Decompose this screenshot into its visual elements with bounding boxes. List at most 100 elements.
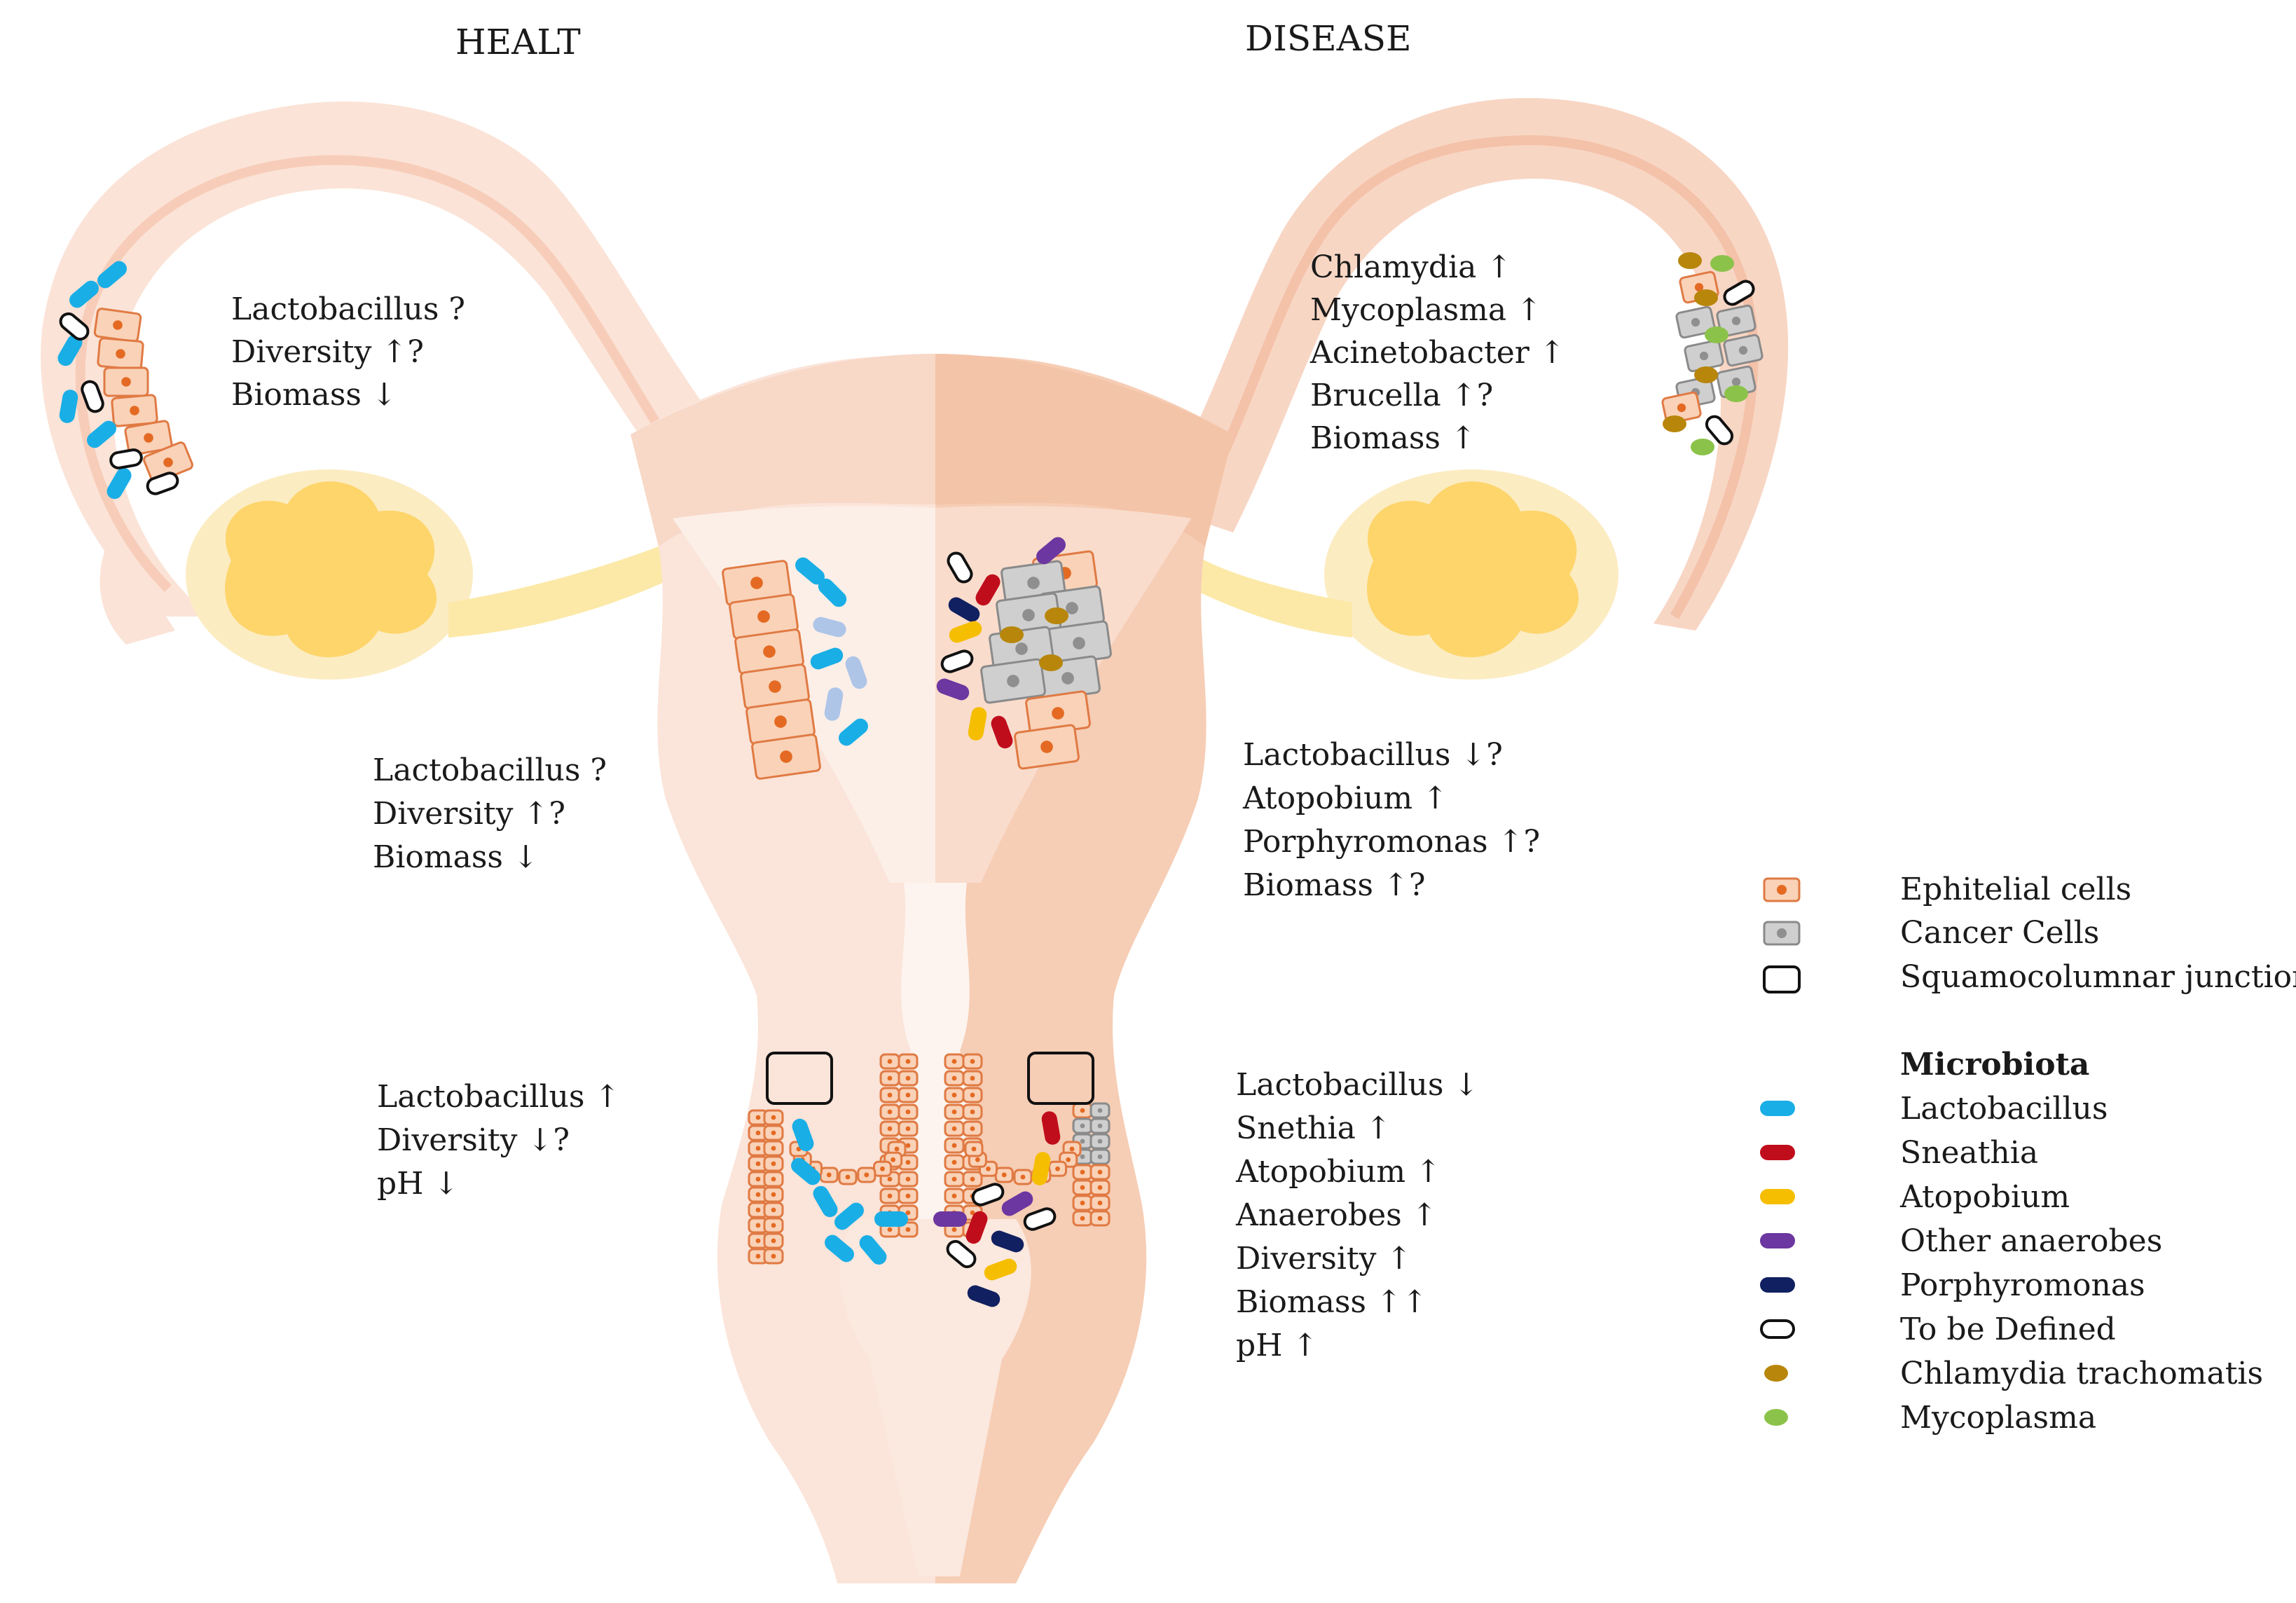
epithelial-cell-icon [857,1167,877,1183]
mycoplasma-icon [1710,255,1734,272]
lactobacillus-icon [818,578,847,607]
undefined-bacterium-icon [940,649,974,673]
epithelial-cell-icon [751,734,821,780]
epithelial-cell-icon [763,1109,784,1126]
left-ovarian-ligament [448,546,666,638]
epithelial-cell-icon [944,1154,965,1171]
epithelial-cell-icon [729,593,799,640]
legend-microbiota-label: Mycoplasma [1900,1400,2096,1436]
left-fallopian-tube [41,101,743,617]
legend-epithelial-label: Ephitelial cells [1900,872,2131,907]
epithelial-cell-icon [898,1103,919,1120]
legend-cancer-cell-icon [1763,921,1801,946]
lactobacillus-icon [813,1185,838,1218]
undefined-bacterium-icon [947,551,973,584]
epithelial-cell-icon [898,1171,919,1188]
disease-cervix-label: pH ↑ [1236,1328,1318,1363]
epithelial-cell-icon [838,1169,858,1185]
lactobacillus-icon [69,280,99,308]
right-fallopian-tube [1149,98,1789,631]
disease-uterus-labels: Lactobacillus ↓? Atopobium ↑ Porphyromon… [1242,737,1540,903]
lactobacillus-icon [791,1157,820,1185]
bacterium-icon [936,678,970,701]
epithelial-cell-icon [994,1167,1014,1183]
epithelial-cell-icon [1072,1102,1093,1119]
epithelial-cell-icon [962,1103,983,1120]
cells-layer [93,270,1764,1265]
cancer-cell-icon [1089,1133,1111,1150]
chlamydia-icon [1045,607,1068,624]
epithelial-cell-icon [1072,1195,1093,1211]
bacterium-icon [967,1285,1001,1307]
legend-undefined-icon [1760,1319,1795,1339]
lactobacillus-icon [825,1234,854,1263]
lactobacillus-icon [813,617,846,638]
lactobacillus-icon [839,718,868,746]
legend-cancer-label: Cancer Cells [1900,915,2099,951]
health-uterus-label: Biomass ↓ [373,839,539,875]
epithelial-cell-icon [898,1120,919,1137]
health-tube-labels: Lactobacillus ? Diversity ↑? Biomass ↓ [231,291,465,413]
disease-cervix-labels: Lactobacillus ↓ Snethia ↑ Atopobium ↑ An… [1235,1067,1479,1363]
cancer-cell-icon [1716,304,1757,338]
legend-microbiota-title: Microbiota [1900,1047,2089,1082]
lactobacillus-icon [57,334,83,366]
bacterium-icon [968,707,987,741]
legend: Ephitelial cells Cancer Cells Squamocolu… [1760,872,2296,1436]
mycoplasma-icon [1705,326,1728,343]
junction-box-icon [1027,1052,1094,1105]
health-tube-label: Biomass ↓ [231,377,397,413]
disease-cervix-label: Atopobium ↑ [1235,1154,1441,1190]
undefined-bacterium-icon [1023,1207,1057,1231]
cancer-cell-icon [1089,1102,1111,1119]
disease-cervix-label: Anaerobes ↑ [1235,1197,1438,1233]
legend-microbiota-label: To be Defined [1900,1312,2116,1347]
disease-tube-label: Biomass ↑ [1310,420,1476,456]
lactobacillus-icon [87,420,116,448]
legend-bacterium-icon [1760,1277,1795,1293]
health-cervix-labels: Lactobacillus ↑ Diversity ↓? pH ↓ [377,1079,620,1202]
epithelial-cell-icon [124,420,173,456]
epithelial-cell-icon [962,1053,983,1070]
epithelial-cell-icon [93,308,142,343]
epithelial-cell-icon [748,1186,769,1203]
chlamydia-icon [1039,654,1063,671]
disease-cervix-label: Lactobacillus ↓ [1236,1067,1479,1103]
epithelial-cell-icon [763,1155,784,1172]
cancer-cell-icon [1089,1117,1111,1134]
epithelial-cell-icon [1013,1169,1033,1185]
left-ovary [186,469,473,680]
bacterium-icon [933,1211,967,1227]
lactobacillus-icon [792,1118,814,1152]
bacterium-icon [975,574,1001,606]
lactobacillus-icon [810,647,844,670]
epithelial-cell-icon [879,1120,900,1137]
epithelial-cell-icon [748,1202,769,1218]
disease-tube-label: Mycoplasma ↑ [1310,292,1542,328]
epithelial-cell-icon [763,1124,784,1141]
lactobacillus-icon [874,1211,908,1227]
chlamydia-icon [1694,366,1718,383]
legend-bacterium-icon [1760,1145,1795,1160]
health-uterus-labels: Lactobacillus ? Diversity ↑? Biomass ↓ [373,752,607,875]
legend-oval-icon [1764,1409,1788,1426]
lactobacillus-icon [824,687,844,721]
chlamydia-icon [1663,415,1686,432]
lactobacillus-icon [845,656,867,689]
legend-microbiota-label: Sneathia [1900,1135,2038,1171]
disease-uterus-label: Atopobium ↑ [1242,780,1448,816]
bacterium-icon [984,1258,1017,1281]
epithelial-cell-icon [763,1186,784,1203]
bacterium-icon [991,1230,1024,1253]
epithelial-cell-icon [1072,1179,1093,1196]
undefined-bacterium-icon [146,472,179,495]
epithelial-cell-icon [898,1188,919,1204]
epithelial-cell-icon [763,1248,784,1265]
epithelial-cell-icon [944,1120,965,1137]
undefined-bacterium-icon [971,1183,1005,1206]
health-cervix-label: pH ↓ [377,1166,459,1202]
epithelial-cell-icon [964,1141,984,1157]
disease-header: DISEASE [1245,18,1411,59]
right-ovary [1324,469,1618,680]
